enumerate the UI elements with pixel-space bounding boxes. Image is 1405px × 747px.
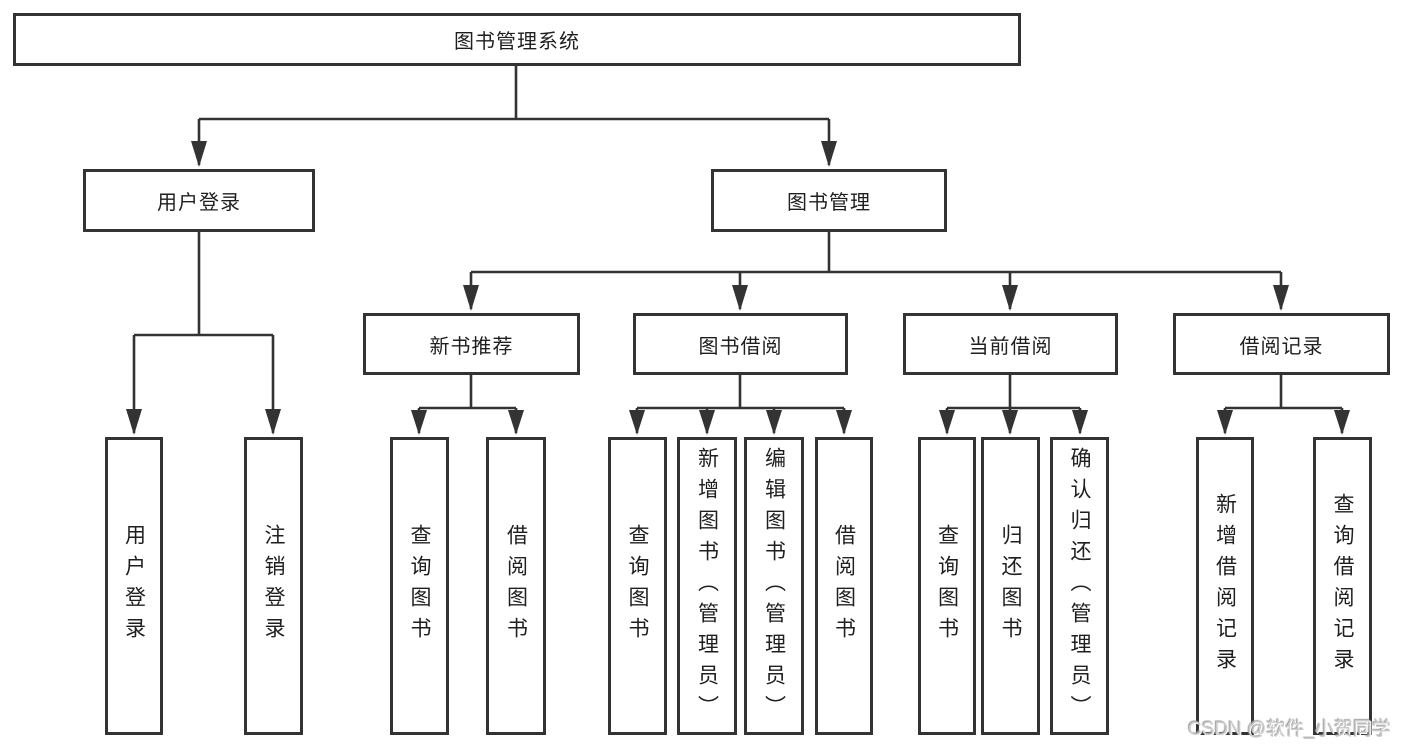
arrowhead xyxy=(126,409,142,435)
leaf-query-books-current: 查询图书 xyxy=(918,437,976,735)
arrowhead xyxy=(766,410,782,435)
node-book-management: 图书管理 xyxy=(711,169,947,232)
arrowhead xyxy=(821,141,837,167)
arrowhead xyxy=(732,285,748,311)
arrowhead xyxy=(629,410,645,435)
arrowhead xyxy=(1217,410,1233,435)
arrowhead xyxy=(1002,410,1018,435)
leaf-logout: 注销登录 xyxy=(244,437,303,735)
leaf-return-books: 归还图书 xyxy=(981,437,1040,735)
node-book-borrow: 图书借阅 xyxy=(633,313,848,375)
leaf-edit-books-admin: 编辑图书（管理员） xyxy=(744,437,804,735)
arrowhead xyxy=(508,410,524,435)
arrowhead xyxy=(836,410,852,435)
node-library-management-system: 图书管理系统 xyxy=(13,13,1021,66)
node-current-borrow: 当前借阅 xyxy=(903,313,1118,375)
leaf-add-books-admin: 新增图书（管理员） xyxy=(677,437,737,735)
arrowhead xyxy=(1002,285,1018,311)
arrowhead xyxy=(191,141,207,167)
arrowhead xyxy=(939,410,955,435)
leaf-user-login: 用户登录 xyxy=(105,437,163,735)
leaf-confirm-return-admin: 确认归还（管理员） xyxy=(1050,437,1109,735)
arrowhead xyxy=(411,410,427,435)
node-user-login: 用户登录 xyxy=(83,169,315,232)
connector-paths xyxy=(132,66,1344,433)
leaf-query-books-borrow: 查询图书 xyxy=(608,437,667,735)
leaf-query-borrow-record: 查询借阅记录 xyxy=(1313,437,1372,735)
leaf-add-borrow-record: 新增借阅记录 xyxy=(1196,437,1254,735)
leaf-query-books-recommend: 查询图书 xyxy=(390,437,449,735)
arrowhead xyxy=(463,285,479,311)
csdn-watermark: CSDN @软件_小贺同学 xyxy=(1188,719,1391,740)
arrowhead xyxy=(1334,410,1350,435)
leaf-borrow-books-recommend: 借阅图书 xyxy=(486,437,546,735)
arrowhead xyxy=(1072,410,1088,435)
node-new-book-recommend: 新书推荐 xyxy=(363,313,580,375)
node-borrow-records: 借阅记录 xyxy=(1173,313,1390,375)
leaf-borrow-books: 借阅图书 xyxy=(815,437,873,735)
arrowhead xyxy=(699,410,715,435)
arrowhead xyxy=(265,409,281,435)
arrowhead xyxy=(1273,285,1289,311)
